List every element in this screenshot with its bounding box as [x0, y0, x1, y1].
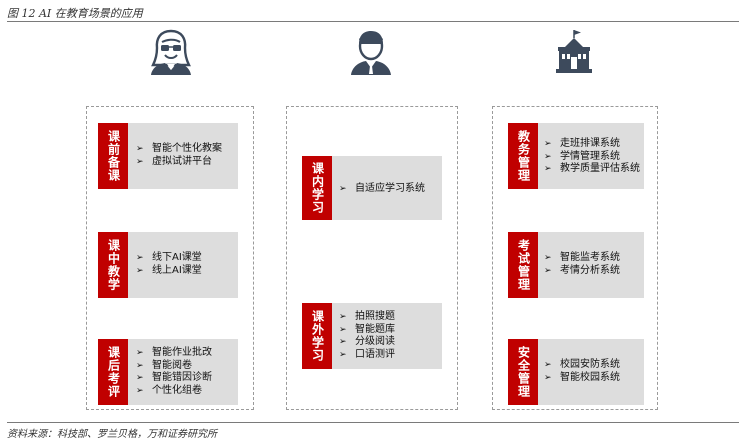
tag-academic-admin: 教务管理: [508, 123, 538, 189]
out-of-school-study-list: 拍照搜题 智能题库 分级阅读 口语测评: [339, 311, 395, 361]
bottom-rule: [7, 422, 739, 423]
tag-pre-class: 课前备课: [98, 123, 128, 189]
safety-admin-list: 校园安防系统 智能校园系统: [544, 359, 620, 384]
school-icon: [556, 30, 592, 73]
list-item: 个性化组卷: [136, 385, 212, 398]
list-item: 自适应学习系统: [339, 183, 425, 196]
tag-in-class: 课中教学: [98, 232, 128, 298]
list-item: 虚拟试讲平台: [136, 156, 222, 169]
list-item: 智能个性化教案: [136, 143, 222, 156]
pre-class-list: 智能个性化教案 虚拟试讲平台: [136, 143, 222, 168]
list-item: 智能校园系统: [544, 372, 620, 385]
school-column: [492, 106, 658, 410]
list-item: 口语测评: [339, 349, 395, 362]
list-item: 线上AI课堂: [136, 265, 202, 278]
list-item: 线下AI课堂: [136, 252, 202, 265]
list-item: 考情分析系统: [544, 265, 620, 278]
list-item: 智能作业批改: [136, 347, 212, 360]
tag-safety-admin: 安全管理: [508, 339, 538, 405]
top-rule: [7, 21, 739, 22]
list-item: 教学质量评估系统: [544, 163, 640, 176]
teacher-icon: [151, 29, 191, 75]
tag-exam-admin: 考试管理: [508, 232, 538, 298]
exam-admin-list: 智能监考系统 考情分析系统: [544, 252, 620, 277]
student-column: [286, 106, 458, 410]
list-item: 分级阅读: [339, 336, 395, 349]
in-school-study-list: 自适应学习系统: [339, 183, 425, 196]
tag-out-of-school-study: 课外学习: [302, 303, 332, 369]
source-note: 资料来源：科技部、罗兰贝格，万和证券研究所: [7, 429, 217, 440]
list-item: 智能监考系统: [544, 252, 620, 265]
list-item: 校园安防系统: [544, 359, 620, 372]
list-item: 学情管理系统: [544, 151, 640, 164]
in-class-list: 线下AI课堂 线上AI课堂: [136, 252, 202, 277]
list-item: 智能题库: [339, 324, 395, 337]
academic-admin-list: 走班排课系统 学情管理系统 教学质量评估系统: [544, 138, 640, 176]
post-class-list: 智能作业批改 智能阅卷 智能错因诊断 个性化组卷: [136, 347, 212, 397]
list-item: 走班排课系统: [544, 138, 640, 151]
teacher-column: [86, 106, 254, 410]
tag-post-class: 课后考评: [98, 339, 128, 405]
figure-title: 图 12 AI 在教育场景的应用: [7, 7, 143, 20]
student-icon: [351, 31, 391, 75]
tag-in-school-study: 课内学习: [302, 156, 332, 220]
list-item: 智能阅卷: [136, 360, 212, 373]
list-item: 拍照搜题: [339, 311, 395, 324]
list-item: 智能错因诊断: [136, 372, 212, 385]
